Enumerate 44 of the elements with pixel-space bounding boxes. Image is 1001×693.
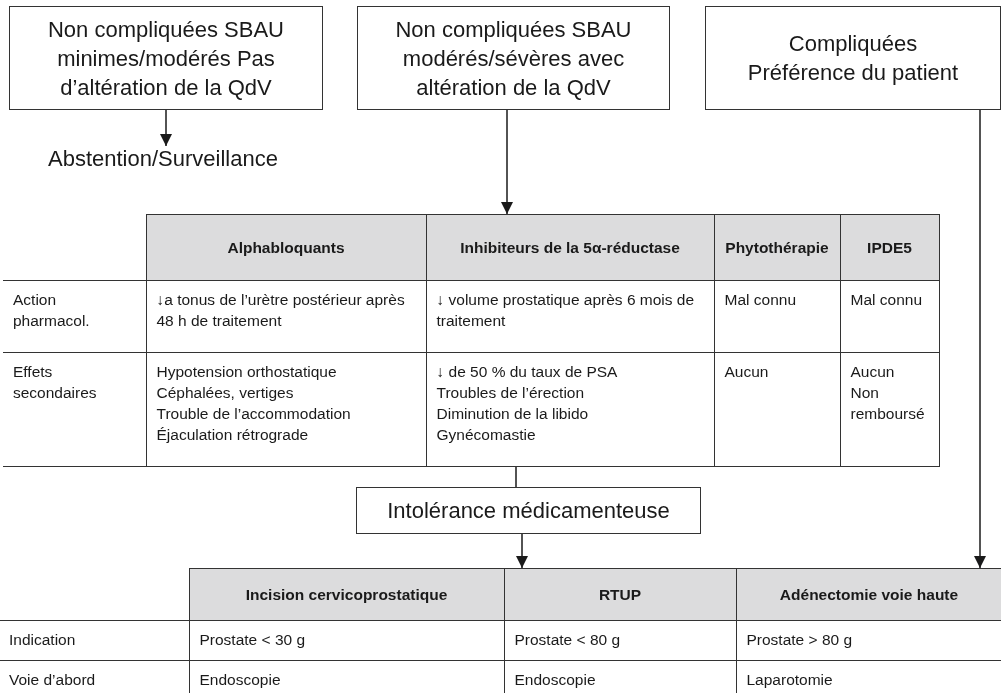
cell-text: Laparotomie — [746, 670, 834, 690]
cell-text: Prostate < 30 g — [199, 630, 307, 650]
arrow — [974, 109, 986, 569]
column-header: Alphabloquants — [146, 214, 426, 281]
list-item: ↓ de 50 % du taux de PSA — [436, 362, 619, 382]
cell-text: Endoscopie — [199, 670, 282, 690]
list-item: Aucun — [850, 362, 896, 382]
cell-text: Endoscopie — [514, 670, 597, 690]
list-item: Éjaculation rétrograde — [156, 425, 310, 445]
row-header: Voie d’abord — [9, 670, 97, 690]
column-header: IPDE5 — [840, 214, 939, 281]
list-item: Non remboursé — [850, 383, 926, 424]
column-header: Inhibiteurs de la 5α-réductase — [426, 214, 714, 281]
cell-text: Prostate < 80 g — [514, 630, 622, 650]
column-header: RTUP — [504, 568, 736, 621]
outcome-text: Abstention/Surveillance — [48, 146, 278, 172]
list-item: Céphalées, vertiges — [156, 383, 295, 403]
connector-line — [515, 466, 517, 488]
process-box: Non compliquées SBAU minimes/modérés Pas d’altération de la QdV — [9, 6, 323, 110]
column-header: Incision cervicoprostatique — [189, 568, 504, 621]
cell-text: Prostate > 80 g — [746, 630, 854, 650]
arrow — [516, 533, 528, 569]
column-header: Adénectomie voie haute — [736, 568, 1001, 621]
row-header: Action pharmacol. — [13, 290, 91, 331]
data-table — [3, 214, 940, 467]
column-header: Phytothérapie — [714, 214, 840, 281]
cell-text: ↓a tonus de l’urètre postérieur après 48 h de traitement — [156, 290, 406, 331]
arrow — [160, 109, 172, 147]
process-box: Intolérance médicamenteuse — [356, 487, 701, 534]
list-item: Hypotension orthostatique — [156, 362, 338, 382]
row-header: Effets secondaires — [13, 362, 98, 403]
process-box: Compliquées Préférence du patient — [705, 6, 1001, 110]
row-header: Indication — [9, 630, 77, 650]
list-item: Troubles de l’érection — [436, 383, 586, 403]
cell-text: Mal connu — [724, 290, 797, 310]
process-box: Non compliquées SBAU modérés/sévères avec altération de la QdV — [357, 6, 670, 110]
cell-text: ↓ volume prostatique après 6 mois de traitement — [436, 290, 696, 331]
list-item: Trouble de l’accommodation — [156, 404, 352, 424]
arrow — [501, 109, 513, 215]
cell-text: Mal connu — [850, 290, 923, 310]
list-item: Diminution de la libido — [436, 404, 590, 424]
cell-text: Aucun — [724, 362, 770, 382]
list-item: Gynécomastie — [436, 425, 537, 445]
data-table — [0, 568, 1001, 693]
